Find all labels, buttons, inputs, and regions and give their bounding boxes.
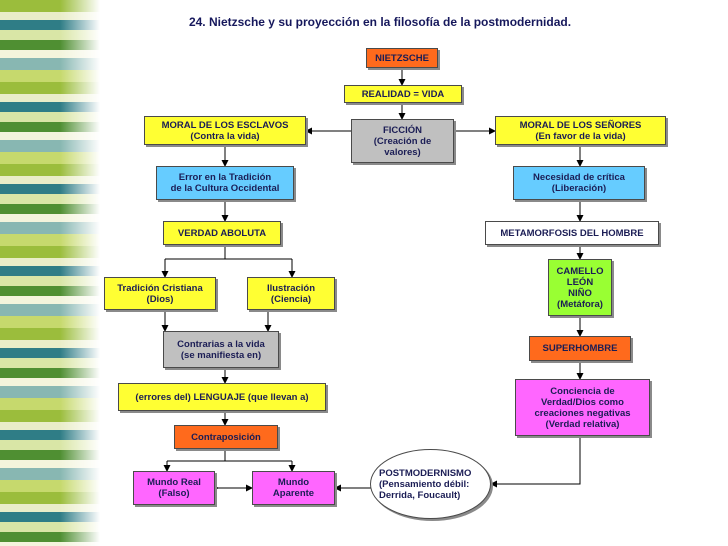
- node-error-tradicion: Error en la Tradición de la Cultura Occi…: [156, 166, 294, 200]
- node-mundo-aparente: Mundo Aparente: [252, 471, 335, 505]
- node-ilustracion: Ilustración (Ciencia): [247, 277, 335, 310]
- node-contrarias-vida: Contrarias a la vida (se manifiesta en): [163, 331, 279, 368]
- node-ficcion: FICCIÓN (Creación de valores): [351, 119, 454, 163]
- node-moral-senores: MORAL DE LOS SEÑORES (En favor de la vid…: [495, 116, 666, 145]
- node-nietzsche: NIETZSCHE: [366, 48, 438, 68]
- node-tradicion-cristiana: Tradición Cristiana (Dios): [104, 277, 216, 310]
- node-postmodernismo: POSTMODERNISMO (Pensamiento débil: Derri…: [370, 449, 491, 519]
- arrow-conciencia-postmodernismo: [490, 436, 581, 488]
- node-contraposicion: Contraposición: [174, 425, 278, 449]
- node-camello-leon-nino: CAMELLO LEÓN NIÑO (Metáfora): [548, 259, 612, 316]
- page-title: 24. Nietzsche y su proyección en la filo…: [188, 15, 572, 29]
- node-lenguaje: (errores del) LENGUAJE (que llevan a): [118, 383, 326, 411]
- node-necesidad-critica: Necesidad de crítica (Liberación): [513, 166, 645, 200]
- node-realidad-vida: REALIDAD = VIDA: [344, 85, 462, 103]
- node-verdad-absoluta: VERDAD ABOLUTA: [163, 221, 281, 245]
- node-mundo-real: Mundo Real (Falso): [133, 471, 215, 505]
- decorative-stripe-fade: [60, 0, 100, 546]
- node-conciencia: Conciencia de Verdad/Dios como creacione…: [515, 379, 650, 436]
- node-metamorfosis: METAMORFOSIS DEL HOMBRE: [485, 221, 659, 245]
- node-superhombre: SUPERHOMBRE: [529, 336, 631, 361]
- node-moral-esclavos: MORAL DE LOS ESCLAVOS (Contra la vida): [144, 116, 306, 145]
